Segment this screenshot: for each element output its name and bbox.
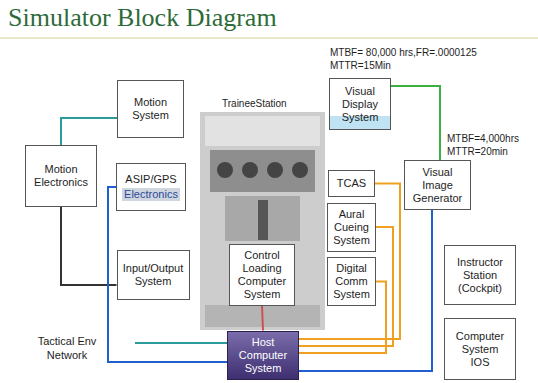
system-box: TCAS bbox=[328, 170, 375, 197]
connector-line bbox=[299, 184, 400, 340]
node-label: Visual Display System bbox=[334, 85, 386, 124]
node-text-group: Visual Display System bbox=[334, 85, 386, 124]
system-box: ASIP/GPS Electronics bbox=[116, 163, 186, 211]
connector-line bbox=[391, 86, 440, 160]
node-text-group: Control Loading Computer System bbox=[234, 249, 290, 301]
tactical-network-wire bbox=[135, 342, 228, 344]
system-box: Digital Comm System bbox=[327, 257, 376, 306]
node-subtext: IOS bbox=[471, 356, 490, 369]
cockpit-console bbox=[225, 196, 300, 241]
system-box: Aural Cueing System bbox=[327, 203, 376, 252]
system-box: Motion System bbox=[117, 80, 184, 138]
host-box: Host Computer System bbox=[227, 331, 299, 380]
node-label: Visual Image Generator bbox=[409, 166, 466, 205]
system-box: Visual Display System bbox=[329, 78, 391, 130]
cockpit-ground bbox=[200, 112, 325, 330]
node-label: Host Computer System bbox=[232, 336, 294, 375]
node-text-group: Digital Comm System bbox=[332, 262, 371, 301]
annotation-label: MTBF=4,000hrs bbox=[447, 133, 519, 145]
node-subtext: Electronics bbox=[122, 188, 180, 201]
cockpit-gauge bbox=[292, 162, 308, 178]
node-text-group: Motion Electronics bbox=[30, 163, 92, 189]
connector-line bbox=[61, 118, 117, 145]
annotation-label: Tactical Env Network bbox=[34, 334, 100, 362]
node-label: Digital Comm System bbox=[332, 262, 371, 301]
cockpit-glare bbox=[205, 116, 320, 146]
system-box: Computer SystemIOS bbox=[444, 318, 516, 380]
system-box: Motion Electronics bbox=[25, 145, 97, 207]
cockpit-panel bbox=[210, 150, 315, 192]
system-box: Visual Image Generator bbox=[404, 160, 471, 210]
annotation-label: MTTR=20min bbox=[447, 146, 508, 158]
cockpit-gauge bbox=[242, 162, 258, 178]
annotation-label: MTTR=15Min bbox=[330, 60, 391, 72]
node-label: Control Loading Computer System bbox=[234, 249, 290, 301]
node-label: Motion Electronics bbox=[30, 163, 92, 189]
node-label: Instructor Station (Cockpit) bbox=[449, 256, 511, 295]
cockpit-gauge bbox=[217, 162, 233, 178]
node-text-group: Host Computer System bbox=[232, 336, 294, 375]
node-text-group: TCAS bbox=[337, 177, 366, 190]
node-label: ASIP/GPS bbox=[125, 173, 176, 186]
node-text-group: Input/Output System bbox=[122, 262, 185, 288]
cockpit-gauge bbox=[267, 162, 283, 178]
node-label: TCAS bbox=[337, 177, 366, 190]
node-text-group: Computer SystemIOS bbox=[449, 330, 511, 369]
diagram-title: Simulator Block Diagram bbox=[8, 3, 277, 33]
node-label: Computer System bbox=[449, 330, 511, 356]
annotation-label: TraineeStation bbox=[222, 98, 287, 110]
node-label: Input/Output System bbox=[122, 262, 185, 288]
title-underline bbox=[0, 37, 538, 39]
node-text-group: Motion System bbox=[122, 96, 179, 122]
node-text-group: Instructor Station (Cockpit) bbox=[449, 256, 511, 295]
node-text-group: ASIP/GPS Electronics bbox=[122, 173, 180, 201]
system-box: Input/Output System bbox=[117, 250, 190, 300]
connector-line bbox=[262, 306, 263, 331]
cockpit-yoke bbox=[258, 200, 268, 240]
node-label: Motion System bbox=[122, 96, 179, 122]
system-box: Instructor Station (Cockpit) bbox=[444, 245, 516, 305]
connector-line bbox=[108, 187, 227, 362]
node-label: Aural Cueing System bbox=[332, 208, 371, 247]
node-text-group: Visual Image Generator bbox=[409, 166, 466, 205]
system-box: Control Loading Computer System bbox=[229, 244, 295, 306]
annotation-label: MTBF= 80,000 hrs,FR=.0000125 bbox=[330, 47, 477, 59]
node-text-group: Aural Cueing System bbox=[332, 208, 371, 247]
